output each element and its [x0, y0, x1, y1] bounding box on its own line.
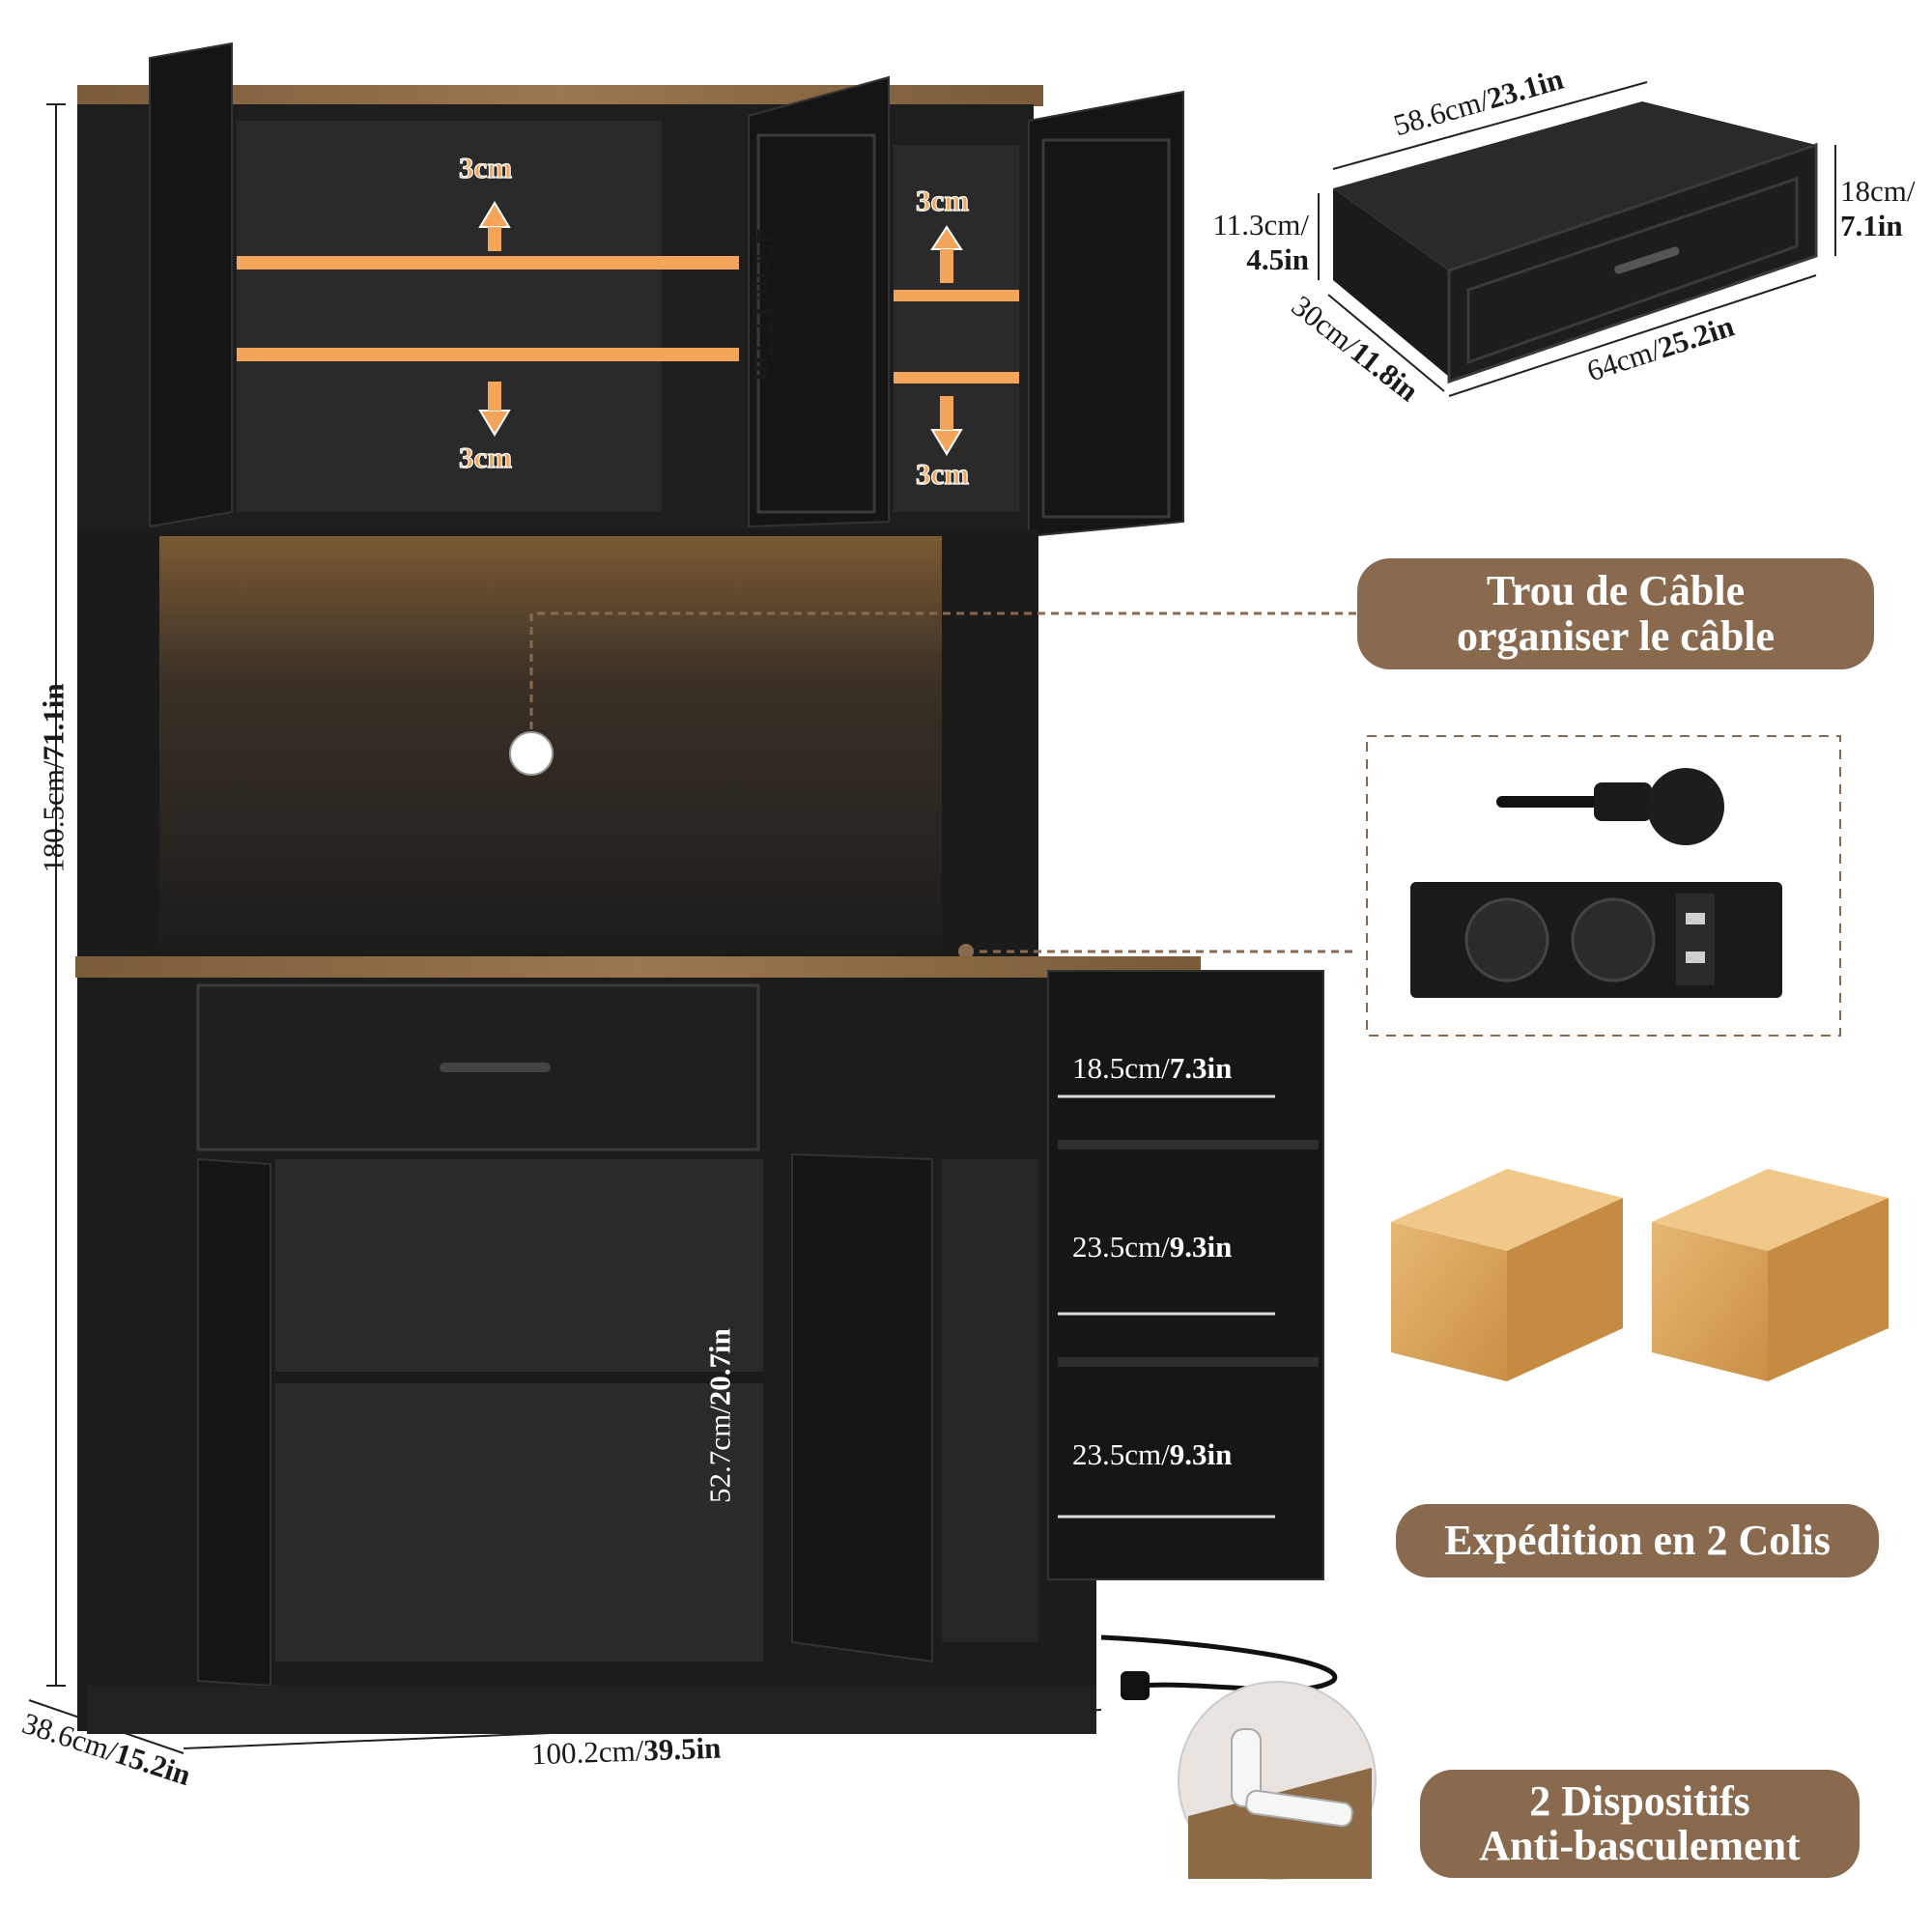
shipping-text: Expédition en 2 Colis	[1444, 1516, 1831, 1564]
lower-cabinet	[77, 970, 1338, 1734]
side-shelf-2-label: 23.5cm/9.3in	[1072, 1232, 1232, 1262]
drawer-front-height-cm: 18cm/	[1840, 174, 1916, 208]
anti-tip-line1: 2 Dispositifs	[1529, 1776, 1750, 1825]
side-shelf-2-in: 9.3in	[1169, 1230, 1233, 1264]
shelf-adjust-label-3: 3cm	[915, 184, 970, 217]
lower-cabinet-height-label: 52.7cm/20.7in	[702, 1310, 737, 1522]
shelf-adjust-label-4: 3cm	[915, 457, 970, 491]
shelf-adjust-label-1: 3cm	[458, 151, 513, 185]
total-height-in: 71.1in	[36, 683, 71, 761]
lower-cabinet-height-cm: 52.7cm/	[702, 1406, 737, 1503]
drawer-illustration	[1318, 81, 1836, 397]
open-shelf	[77, 529, 1357, 959]
socket-panel	[1366, 735, 1841, 1037]
lower-cabinet-height-in: 20.7in	[702, 1328, 737, 1406]
anti-tip-line2: Anti-basculement	[1479, 1822, 1801, 1869]
total-width-in: 39.5in	[642, 1730, 722, 1768]
drawer-front-height-in: 7.1in	[1840, 208, 1903, 242]
total-width-cm: 100.2cm/	[530, 1733, 644, 1772]
anti-tip-bracket-image	[1178, 1681, 1377, 1880]
drawer-inner-height-label: 11.3cm/4.5in	[1193, 208, 1309, 276]
upper-cabinet-height-label: 45cm/17.7in	[746, 209, 781, 402]
side-shelf-1-label: 18.5cm/7.3in	[1072, 1053, 1232, 1083]
side-shelf-3-in: 9.3in	[1169, 1437, 1233, 1471]
upper-cabinet	[77, 42, 1184, 538]
side-shelf-3-label: 23.5cm/9.3in	[1072, 1439, 1232, 1469]
total-width-label: 100.2cm/39.5in	[530, 1730, 722, 1772]
shipping-boxes	[1391, 1169, 1889, 1381]
cable-hole-line1: Trou de Câble	[1486, 567, 1746, 615]
drawer-front-height-label: 18cm/7.1in	[1840, 174, 1916, 242]
upper-cabinet-height-in: 17.7in	[746, 303, 781, 382]
drawer-inner-height-in: 4.5in	[1246, 242, 1309, 276]
side-shelf-3-cm: 23.5cm/	[1072, 1437, 1170, 1471]
open-shelf-height-in: 20in	[118, 652, 153, 708]
anti-tip-badge: 2 Dispositifs Anti-basculement	[1420, 1770, 1860, 1878]
side-shelf-1-cm: 18.5cm/	[1072, 1051, 1170, 1085]
cable-hole-line2: organiser le câble	[1456, 611, 1776, 660]
side-shelf-1-in: 7.3in	[1169, 1051, 1233, 1085]
cable-hole-badge: Trou de Câble organiser le câble	[1357, 558, 1874, 669]
shipping-badge: Expédition en 2 Colis	[1396, 1504, 1879, 1577]
upper-cabinet-height-cm: 45cm/	[746, 228, 781, 304]
total-height-cm: 180.5cm/	[36, 760, 71, 873]
open-shelf-height-label: ca.51cm/20in	[118, 639, 153, 832]
total-height-label: 180.5cm/71.1in	[36, 668, 71, 890]
counter-top	[75, 956, 1201, 978]
open-shelf-height-cm: ca.51cm/	[118, 707, 153, 817]
drawer-inner-height-cm: 11.3cm/	[1212, 208, 1309, 242]
shelf-adjust-label-2: 3cm	[458, 440, 513, 474]
side-shelf-2-cm: 23.5cm/	[1072, 1230, 1170, 1264]
